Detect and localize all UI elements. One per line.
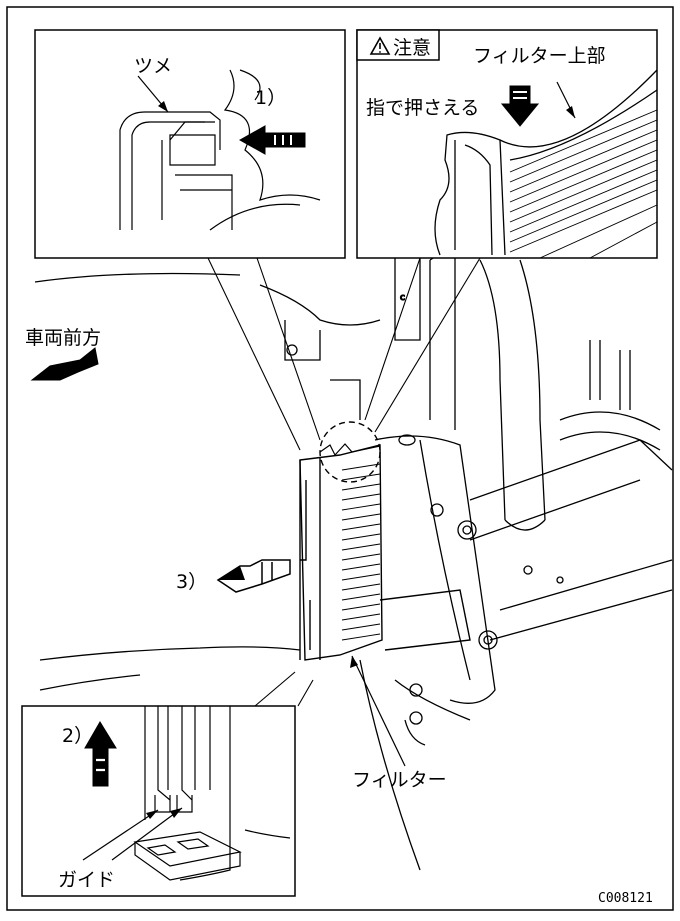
label-press-finger: 指で押さえる xyxy=(366,97,479,119)
label-guide: ガイド xyxy=(58,869,115,891)
inset-leader-lines xyxy=(207,257,481,707)
figure-code: C008121 xyxy=(598,891,653,906)
label-step3: 3） xyxy=(176,571,207,593)
label-step2: 2） xyxy=(62,725,93,747)
inset-caution: 注意 フィルター上部 xyxy=(356,29,658,259)
label-filter: フィルター xyxy=(352,769,447,791)
vehicle-front-arrow-icon xyxy=(30,347,99,381)
caution-box xyxy=(356,29,440,61)
warning-triangle-icon xyxy=(369,36,391,55)
caution-title: 注意 xyxy=(393,37,431,59)
inset-guide: 2） ガイド xyxy=(21,705,296,897)
label-step1: 1） xyxy=(255,87,286,109)
filter-top-zigzag xyxy=(319,443,381,457)
svg-text:c: c xyxy=(400,293,405,303)
vehicle-front-indicator: 車両前方 xyxy=(25,327,101,381)
label-vehicle-front: 車両前方 xyxy=(25,327,101,349)
figure-frame xyxy=(6,6,674,911)
step3-indicator: 3） xyxy=(176,559,291,593)
cabin-filter xyxy=(299,444,471,661)
arrow-step1 xyxy=(238,125,306,155)
label-tsume: ツメ xyxy=(134,55,172,77)
inset-tab: ツメ 1） xyxy=(34,29,346,259)
press-arrow-icon xyxy=(500,85,540,127)
arrow-step2 xyxy=(84,721,117,787)
filter-callout: フィルター xyxy=(350,655,447,791)
label-filter-top: フィルター上部 xyxy=(473,45,606,67)
